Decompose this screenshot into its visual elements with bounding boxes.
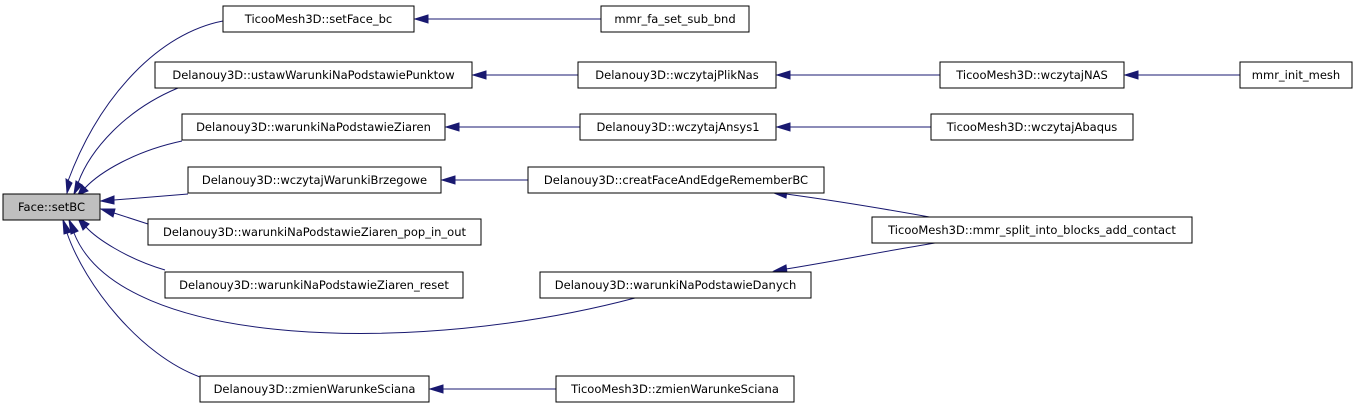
- node-label: TicooMesh3D::wczytajAbaqus: [946, 120, 1118, 134]
- node-label: Delanouy3D::zmienWarunkeSciana: [214, 382, 416, 396]
- node-label: Delanouy3D::wczytajAnsys1: [596, 120, 759, 134]
- node-label: Face::setBC: [18, 200, 85, 214]
- edges-layer: [62, 14, 1240, 394]
- edge-plik-nas-to-ustaw: [471, 70, 578, 80]
- node-face-setbc[interactable]: Face::setBC: [2, 193, 101, 221]
- edge-nas-to-plik-nas: [775, 70, 940, 80]
- node-label: TicooMesh3D::wczytajNAS: [955, 68, 1108, 82]
- node-label: Delanouy3D::ustawWarunkiNaPodstawiePunkt…: [172, 68, 454, 82]
- node-ticoomesh3d-wczytaj-nas[interactable]: TicooMesh3D::wczytajNAS: [939, 61, 1125, 89]
- edge-danych-to-setbc: [68, 218, 636, 334]
- node-label: Delanouy3D::warunkiNaPodstawieZiaren: [196, 120, 431, 134]
- node-label: Delanouy3D::warunkiNaPodstawieDanych: [555, 278, 796, 292]
- node-warunki-ziaren-pop-in-out[interactable]: Delanouy3D::warunkiNaPodstawieZiaren_pop…: [147, 218, 482, 246]
- node-ticoomesh3d-wczytaj-abaqus[interactable]: TicooMesh3D::wczytajAbaqus: [930, 113, 1134, 141]
- node-label: TicooMesh3D::zmienWarunkeSciana: [570, 382, 779, 396]
- node-ticoomesh3d-zmien-warunke-sciana[interactable]: TicooMesh3D::zmienWarunkeSciana: [555, 375, 795, 403]
- node-wczytaj-ansys1[interactable]: Delanouy3D::wczytajAnsys1: [579, 113, 777, 141]
- node-label: TicooMesh3D::mmr_split_into_blocks_add_c…: [887, 223, 1176, 237]
- edge-abaqus-to-ansys: [775, 122, 931, 132]
- node-label: TicooMesh3D::setFace_bc: [244, 12, 392, 26]
- node-mmr-fa-set-sub-bnd[interactable]: mmr_fa_set_sub_bnd: [600, 5, 750, 33]
- edge-warunki-ziaren-to-setbc: [77, 140, 183, 196]
- edge-wczytaj-warunki-to-setbc: [99, 193, 189, 205]
- edge-split-to-creat-face: [772, 189, 936, 219]
- node-warunki-na-podstawie-danych[interactable]: Delanouy3D::warunkiNaPodstawieDanych: [539, 271, 812, 299]
- nodes-layer: Face::setBC TicooMesh3D::setFace_bc mmr_…: [2, 5, 1353, 403]
- node-label: Delanouy3D::wczytajWarunkiBrzegowe: [202, 173, 427, 187]
- edge-mmr-fa-to-setface: [413, 14, 601, 24]
- edge-pop-in-out-to-setbc: [99, 208, 149, 225]
- edge-ticoo-zmien-to-zmien: [428, 384, 556, 394]
- node-warunki-na-podstawie-ziaren[interactable]: Delanouy3D::warunkiNaPodstawieZiaren: [181, 113, 446, 141]
- edge-zmien-to-setbc: [62, 218, 201, 378]
- node-ticoomesh3d-setface-bc[interactable]: TicooMesh3D::setFace_bc: [222, 5, 415, 33]
- node-mmr-init-mesh[interactable]: mmr_init_mesh: [1239, 61, 1353, 89]
- node-wczytaj-warunki-brzegowe[interactable]: Delanouy3D::wczytajWarunkiBrzegowe: [187, 166, 442, 194]
- node-creat-face-and-edge-remember-bc[interactable]: Delanouy3D::creatFaceAndEdgeRememberBC: [527, 166, 825, 194]
- edge-ansys-to-ziaren: [444, 122, 580, 132]
- node-wczytaj-plik-nas[interactable]: Delanouy3D::wczytajPlikNas: [577, 61, 777, 89]
- node-label: Delanouy3D::wczytajPlikNas: [595, 68, 758, 82]
- node-label: mmr_init_mesh: [1252, 68, 1340, 82]
- node-label: mmr_fa_set_sub_bnd: [614, 12, 735, 26]
- node-ustaw-warunki-na-podstawie-punktow[interactable]: Delanouy3D::ustawWarunkiNaPodstawiePunkt…: [154, 61, 473, 89]
- node-label: Delanouy3D::warunkiNaPodstawieZiaren_res…: [179, 278, 449, 292]
- edge-ustaw-to-setbc: [73, 87, 179, 196]
- edge-creat-face-to-wczytaj-warunki: [440, 175, 528, 185]
- edge-split-to-danych: [772, 242, 936, 274]
- edge-reset-to-setbc: [76, 216, 166, 271]
- node-label: Delanouy3D::warunkiNaPodstawieZiaren_pop…: [163, 225, 467, 239]
- edge-setface-bc-to-setbc: [65, 20, 224, 195]
- edge-init-mesh-to-nas: [1123, 70, 1240, 80]
- node-mmr-split-into-blocks-add-contact[interactable]: TicooMesh3D::mmr_split_into_blocks_add_c…: [871, 216, 1193, 244]
- node-warunki-ziaren-reset[interactable]: Delanouy3D::warunkiNaPodstawieZiaren_res…: [164, 271, 464, 299]
- node-label: Delanouy3D::creatFaceAndEdgeRememberBC: [544, 173, 808, 187]
- node-delanouy3d-zmien-warunke-sciana[interactable]: Delanouy3D::zmienWarunkeSciana: [199, 375, 430, 403]
